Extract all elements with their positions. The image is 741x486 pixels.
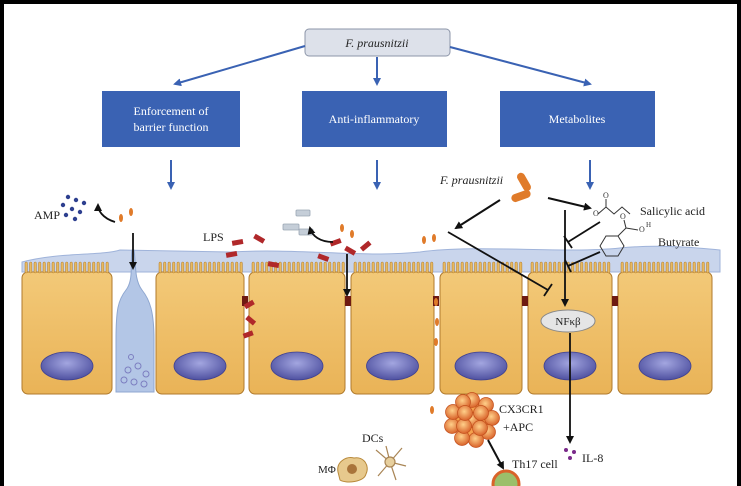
cx3cr1-label: CX3CR1 [499, 402, 544, 416]
amp-label: AMP [34, 208, 60, 222]
inhibition-lines [447, 221, 601, 297]
svg-text:O: O [593, 209, 599, 218]
nucleus [173, 351, 227, 381]
bacteria-anti [340, 224, 354, 238]
amp-dots [60, 194, 87, 222]
macrophage-label: MΦ [318, 464, 336, 476]
bacteria-small-metab [422, 234, 439, 414]
epithelial-cell [21, 261, 113, 395]
nucleus [638, 351, 692, 381]
category-label-barrier-line1: Enforcement of [134, 104, 209, 118]
source-label: F. prausnitzii [344, 36, 408, 50]
nucleus [454, 351, 508, 381]
svg-text:O: O [620, 212, 626, 221]
category-label-barrier-line2: barrier function [134, 120, 209, 134]
nfkb-node: NFκβ [540, 309, 596, 333]
lps-label: LPS [203, 230, 224, 244]
top-arrows [173, 45, 592, 87]
dcs-label: DCs [362, 431, 384, 445]
epithelial-cell [248, 261, 346, 395]
category-label-anti-inflammatory: Anti-inflammatory [329, 112, 420, 126]
secretory-granules [120, 354, 150, 388]
category-label-metabolites: Metabolites [549, 112, 606, 126]
epithelial-cell [155, 261, 245, 395]
category-box-anti-inflammatory: Anti-inflammatory [302, 91, 447, 147]
butyrate-structure: O O H [599, 212, 651, 257]
butyrate-label: Butyrate [658, 235, 699, 249]
bacterium-to-cell-arrow [454, 199, 501, 230]
source-box: F. prausnitzii [304, 28, 451, 57]
il8-label: IL-8 [582, 451, 603, 465]
epithelial-cell [617, 261, 713, 395]
apc-cell [444, 392, 500, 448]
epithelial-cell [439, 261, 523, 395]
macrophage [337, 457, 368, 483]
nucleus [40, 351, 94, 381]
bacterium-to-salicylic-arrow [547, 197, 592, 211]
bacteria-barrier [119, 208, 133, 222]
il8-dots [564, 448, 576, 460]
salicylic-acid-label: Salicylic acid [640, 204, 705, 218]
th17-cell [491, 469, 521, 486]
protein-curved-arrow [307, 226, 334, 243]
nfkb-label: NFκβ [555, 316, 581, 328]
svg-text:O: O [639, 225, 645, 234]
epithelial-cell [350, 261, 435, 395]
apc-label: +APC [503, 420, 533, 434]
svg-text:H: H [646, 221, 651, 229]
amp-curved-arrow [94, 203, 116, 223]
apc-to-th17-arrow [487, 439, 504, 470]
th17-label: Th17 cell [512, 457, 558, 471]
dendritic-cell [375, 445, 407, 481]
category-box-barrier: Enforcement of barrier function [102, 91, 240, 147]
salicylic-acid-structure: O O [593, 191, 631, 218]
bacterium-label: F. prausnitzii [439, 173, 503, 187]
category-down-arrows [167, 160, 594, 190]
secretory-cell [115, 249, 155, 393]
nucleus [270, 351, 324, 381]
bacteria-metabolites [511, 172, 531, 203]
category-box-metabolites: Metabolites [500, 91, 655, 147]
nucleus [366, 351, 419, 381]
lps-fragments [225, 233, 372, 339]
svg-text:O: O [603, 191, 609, 200]
